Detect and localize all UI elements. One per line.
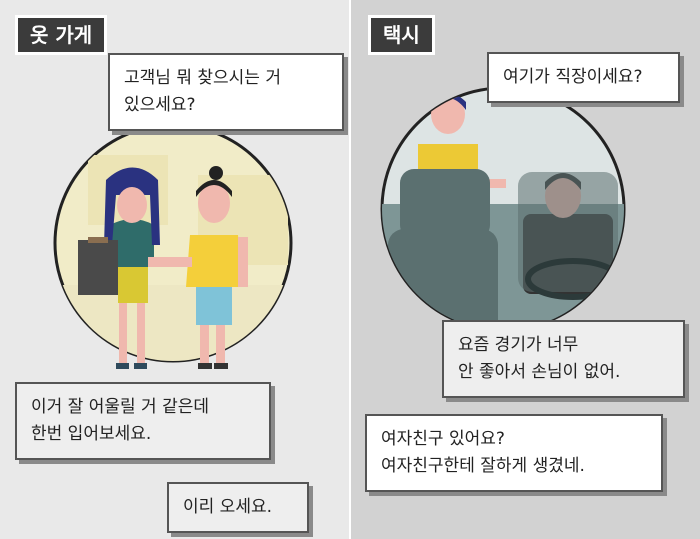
panel-divider [349,0,351,539]
clothing-store-scene [48,125,298,375]
clerk-question-bubble: 고객님 뭐 찾으시는 거 있으세요? [108,53,344,131]
bubble-line: 한번 입어보세요. [31,424,152,444]
clerk-figure [148,166,248,369]
bubble-line: 이리 오세요. [183,497,273,517]
bubble-line: 요즘 경기가 너무 [458,335,579,355]
bubble-line: 여자친구 있어요? [381,429,505,449]
bubble-line: 여기가 직장이세요? [503,67,643,87]
come-here-bubble: 이리 오세요. [167,482,309,533]
try-on-bubble: 이거 잘 어울릴 거 같은데 한번 입어보세요. [15,382,271,460]
bubble-line: 있으세요? [124,95,196,115]
bubble-line: 여자친구한테 잘하게 생겼네. [381,456,585,476]
bubble-line: 안 좋아서 손님이 없어. [458,362,621,382]
bubble-line: 고객님 뭐 찾으시는 거 [124,68,281,88]
clothing-store-tag: 옷 가게 [15,15,108,55]
taxi-tag: 택시 [368,15,435,55]
girlfriend-question-bubble: 여자친구 있어요? 여자친구한테 잘하게 생겼네. [365,414,663,492]
taxi-scene [378,84,628,334]
bubble-line: 이거 잘 어울릴 거 같은데 [31,397,210,417]
workplace-question-bubble: 여기가 직장이세요? [487,52,680,103]
economy-bubble: 요즘 경기가 너무 안 좋아서 손님이 없어. [442,320,685,398]
customer-figure [78,167,160,369]
